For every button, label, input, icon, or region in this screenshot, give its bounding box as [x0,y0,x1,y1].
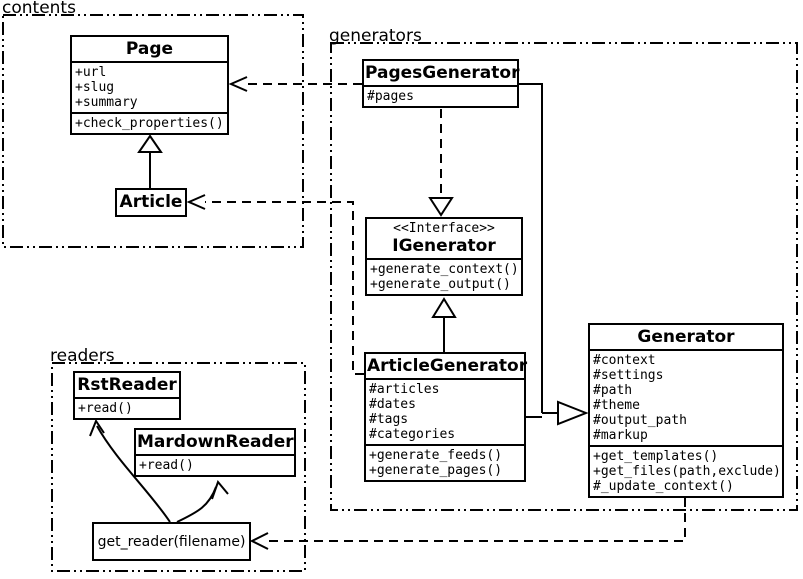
class-pagesgenerator: PagesGenerator #pages [362,59,519,108]
method-row: +read() [78,401,133,416]
class-rstreader-name: RstReader [77,375,177,395]
class-article: Article [115,188,187,217]
class-page-name: Page [125,39,174,59]
realization-articlegenerator-to-igenerator [431,297,457,352]
attribute-row: #dates [369,397,416,412]
dependency-generator-to-getreader [249,498,686,550]
class-article-name: Article [119,192,183,212]
class-igenerator-stereotype: <<Interface>> [393,221,495,236]
contents-package-label: contents [2,0,76,18]
class-mardownreader-name: MardownReader [137,432,294,452]
get-reader-node: get_reader(filename) [92,522,251,561]
generalization-article-to-page [137,134,163,188]
class-rstreader-methods: +read() [75,397,179,418]
attribute-row: #tags [369,412,409,427]
class-igenerator: <<Interface>> IGenerator +generate_conte… [365,217,523,296]
attribute-row: +summary [75,95,138,110]
method-row: +read() [139,458,194,473]
class-generator-name: Generator [637,327,735,347]
arrow-getreader-to-rstreader [89,418,171,523]
class-igenerator-methods: +generate_context() +generate_output() [367,258,521,294]
generators-package-border [330,42,798,511]
method-row: +generate_context() [370,262,519,277]
attribute-row: #pages [367,89,414,104]
class-generator-methods: +get_templates() +get_files(path,exclude… [590,445,782,496]
attribute-row: #settings [593,368,664,383]
method-row: +get_templates() [593,449,719,464]
attribute-row: #path [593,383,633,398]
class-articlegenerator-name: ArticleGenerator [367,356,528,376]
method-row: +generate_feeds() [369,448,503,463]
readers-package-border [51,362,306,572]
attribute-row: #markup [593,428,648,443]
class-articlegenerator-attributes: #articles #dates #tags #categories [366,378,524,444]
attribute-row: #categories [369,427,456,442]
class-igenerator-name: IGenerator [392,236,496,256]
class-mardownreader: MardownReader +read() [134,428,296,477]
realization-pagesgenerator-to-igenerator [428,109,454,217]
class-articlegenerator-methods: +generate_feeds() +generate_pages() [366,444,524,480]
class-page-methods: +check_properties() [72,112,227,133]
attribute-row: #theme [593,398,640,413]
class-page-attributes: +url +slug +summary [72,61,227,112]
readers-package-label: readers [50,346,115,366]
attribute-row: #articles [369,382,440,397]
generalization-to-generator [519,83,589,426]
method-row: +get_files(path,exclude) [593,464,781,479]
method-row: +check_properties() [75,116,224,131]
generators-package-label: generators [329,26,422,46]
class-pagesgenerator-attributes: #pages [364,85,517,106]
method-row: #_update_context() [593,479,734,494]
method-row: +generate_pages() [369,463,503,478]
method-row: +generate_output() [370,277,511,292]
class-rstreader: RstReader +read() [73,371,181,420]
arrow-getreader-to-mardownreader [176,480,229,523]
attribute-row: +url [75,65,107,80]
dependency-articlegenerator-to-article [186,194,364,375]
class-mardownreader-methods: +read() [136,454,294,475]
contents-package-border [2,14,304,248]
class-igenerator-header: <<Interface>> IGenerator [367,219,521,258]
attribute-row: #context [593,353,656,368]
class-generator-attributes: #context #settings #path #theme #output_… [590,349,782,445]
class-articlegenerator: ArticleGenerator #articles #dates #tags … [364,352,528,482]
class-page: Page +url +slug +summary +check_properti… [70,35,229,135]
attribute-row: +slug [75,80,115,95]
attribute-row: #output_path [593,413,687,428]
dependency-pagesgenerator-to-page [228,76,362,92]
class-generator: Generator #context #settings #path #them… [588,323,784,498]
class-pagesgenerator-name: PagesGenerator [365,63,520,83]
